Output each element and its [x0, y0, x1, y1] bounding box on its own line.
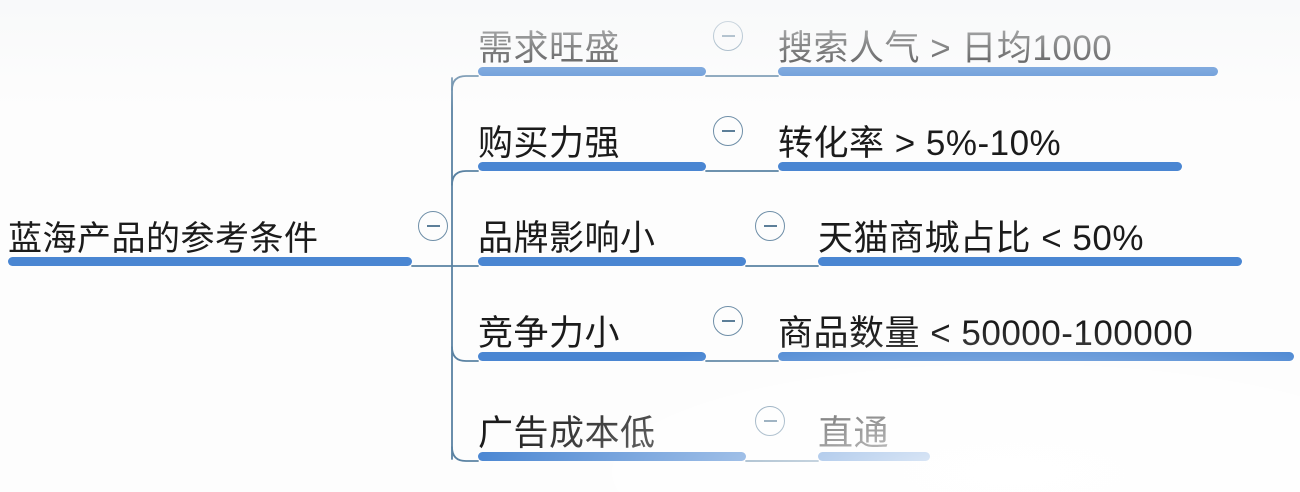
leaf-node-label: 转化率 > 5%-10%	[778, 124, 1062, 164]
connector-edge	[451, 446, 479, 462]
leaf-node-demand[interactable]: 搜索人气 > 日均1000	[778, 30, 1218, 76]
leaf-node-bar	[778, 67, 1218, 76]
branch-node-brand-influence[interactable]: 品牌影响小	[478, 220, 746, 266]
leaf-node-competition[interactable]: 商品数量 < 50000-100000	[778, 315, 1294, 361]
minus-glyph	[721, 130, 735, 132]
minus-circle-icon[interactable]	[713, 116, 743, 146]
branch-node-bar	[478, 452, 746, 461]
minus-glyph	[721, 320, 735, 322]
branch-node-label: 竞争力小	[478, 314, 621, 354]
branch-node-bar	[478, 162, 706, 171]
minus-circle-icon[interactable]	[755, 211, 785, 241]
minus-glyph	[721, 35, 735, 37]
branch-node-bar	[478, 67, 706, 76]
minus-glyph	[426, 225, 440, 227]
branch-node-label: 品牌影响小	[478, 219, 656, 259]
leaf-node-ad-cost[interactable]: 直通	[818, 415, 930, 461]
leaf-node-bar	[818, 257, 1242, 266]
minus-glyph	[763, 420, 777, 422]
minus-circle-icon[interactable]	[418, 211, 448, 241]
leaf-node-bar	[778, 162, 1182, 171]
branch-node-purchasing-power[interactable]: 购买力强	[478, 125, 706, 171]
leaf-node-purchasing-power[interactable]: 转化率 > 5%-10%	[778, 125, 1182, 171]
root-node-label: 蓝海产品的参考条件	[8, 220, 319, 259]
minus-glyph	[763, 225, 777, 227]
connector-edge	[451, 75, 479, 91]
branch-node-label: 需求旺盛	[478, 29, 621, 69]
root-node-bar	[8, 257, 412, 266]
leaf-node-bar	[778, 352, 1294, 361]
branch-node-ad-cost[interactable]: 广告成本低	[478, 415, 746, 461]
minus-circle-icon[interactable]	[713, 306, 743, 336]
leaf-node-bar	[818, 452, 930, 461]
minus-circle-icon[interactable]	[755, 406, 785, 436]
leaf-node-label: 搜索人气 > 日均1000	[778, 29, 1113, 69]
branch-node-demand[interactable]: 需求旺盛	[478, 30, 706, 76]
branch-node-bar	[478, 352, 706, 361]
branch-node-label: 广告成本低	[478, 414, 656, 454]
branch-node-label: 购买力强	[478, 124, 621, 164]
leaf-node-label: 直通	[818, 414, 890, 454]
branch-node-competition[interactable]: 竞争力小	[478, 315, 706, 361]
minus-circle-icon[interactable]	[713, 21, 743, 51]
branch-node-bar	[478, 257, 746, 266]
leaf-node-label: 天猫商城占比 < 50%	[818, 219, 1144, 259]
leaf-node-brand-influence[interactable]: 天猫商城占比 < 50%	[818, 220, 1242, 266]
leaf-node-label: 商品数量 < 50000-100000	[778, 314, 1194, 354]
connector-edge	[451, 170, 479, 186]
root-node[interactable]: 蓝海产品的参考条件	[8, 220, 412, 266]
connector-edge	[451, 346, 479, 362]
